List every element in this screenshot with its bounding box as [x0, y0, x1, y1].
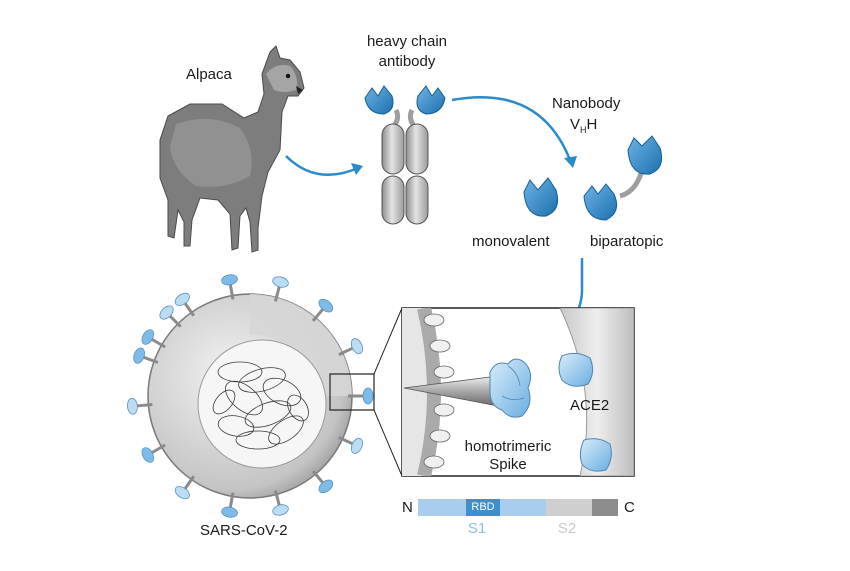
spike-head	[174, 292, 190, 306]
s2-label: S2	[557, 520, 577, 537]
biparatopic-nanobody-icon	[583, 135, 663, 221]
spike-label-line2: Spike	[489, 456, 527, 473]
spike-head	[272, 276, 289, 288]
biparatopic-label: biparatopic	[590, 233, 664, 250]
spike-head	[174, 486, 190, 500]
rbd-label: RBD	[471, 501, 495, 513]
zoom-guide-bottom	[373, 409, 403, 477]
heavy-chain-antibody-icon	[364, 85, 446, 225]
virus-label: SARS-CoV-2	[200, 522, 288, 539]
spike-stalk	[338, 346, 354, 356]
spike-stalk	[338, 436, 354, 446]
spike-head	[141, 447, 155, 463]
spike-head	[127, 397, 138, 415]
n-terminus-label: N	[402, 499, 413, 516]
monovalent-nanobody-icon	[523, 177, 559, 217]
s2-domain	[546, 499, 592, 516]
spike-domain-bar	[418, 499, 618, 516]
monovalent-label: monovalent	[472, 233, 550, 250]
spike-stalk	[150, 443, 166, 455]
spike-head	[141, 329, 155, 345]
spike-head	[318, 479, 334, 494]
spike-head	[350, 338, 363, 355]
heavy-chain-label-line2: antibody	[378, 53, 436, 70]
c-terminus-label: C	[624, 499, 635, 516]
spike-head	[362, 387, 374, 405]
spike-head	[318, 298, 334, 313]
vhh-h: H	[586, 116, 598, 133]
alpaca-illustration	[159, 45, 305, 253]
spike-head	[159, 305, 174, 320]
arrow-antibody-to-nanobody	[451, 96, 572, 161]
vhh-subscript: H	[580, 125, 587, 135]
spike-stalk	[273, 490, 281, 507]
arrow-head	[351, 163, 363, 175]
spike-stalk	[228, 492, 235, 509]
spike-stalk	[142, 355, 159, 364]
zoom-guide-top	[373, 307, 403, 375]
vhh-v: V	[570, 116, 581, 133]
vhh-label: VHH	[570, 116, 597, 139]
spike-stalk	[150, 337, 166, 349]
sars-cov-2-virion	[127, 274, 375, 518]
spike-proteins	[127, 274, 374, 518]
spike-stalk	[136, 403, 153, 408]
spike-stalk	[311, 470, 325, 485]
spike-stalk	[228, 283, 235, 300]
zoom-box	[329, 373, 375, 411]
spike-label-line1: homotrimeric	[464, 438, 552, 455]
spike-head	[272, 504, 289, 516]
tm-domain	[592, 499, 618, 516]
ace2-label: ACE2	[570, 397, 610, 414]
spike-stalk	[311, 307, 325, 322]
alpaca-label: Alpaca	[186, 66, 232, 83]
rbd-domain	[466, 499, 500, 516]
zoom-inset	[401, 307, 635, 477]
rna-coil	[212, 361, 309, 450]
arrow-head	[564, 156, 577, 168]
spike-head	[350, 437, 363, 454]
spike-head	[221, 506, 238, 518]
spike-head	[133, 347, 145, 364]
spike-stalk	[273, 285, 281, 302]
spike-stalk	[183, 475, 196, 491]
heavy-chain-label-line1: heavy chain	[366, 33, 448, 50]
nanobody-label: Nanobody	[552, 95, 621, 112]
arrow-alpaca-to-antibody	[285, 155, 359, 176]
s1-label: S1	[467, 520, 487, 537]
spike-head	[221, 274, 238, 286]
spike-stalk	[183, 301, 196, 317]
spike-stalk	[168, 314, 182, 328]
